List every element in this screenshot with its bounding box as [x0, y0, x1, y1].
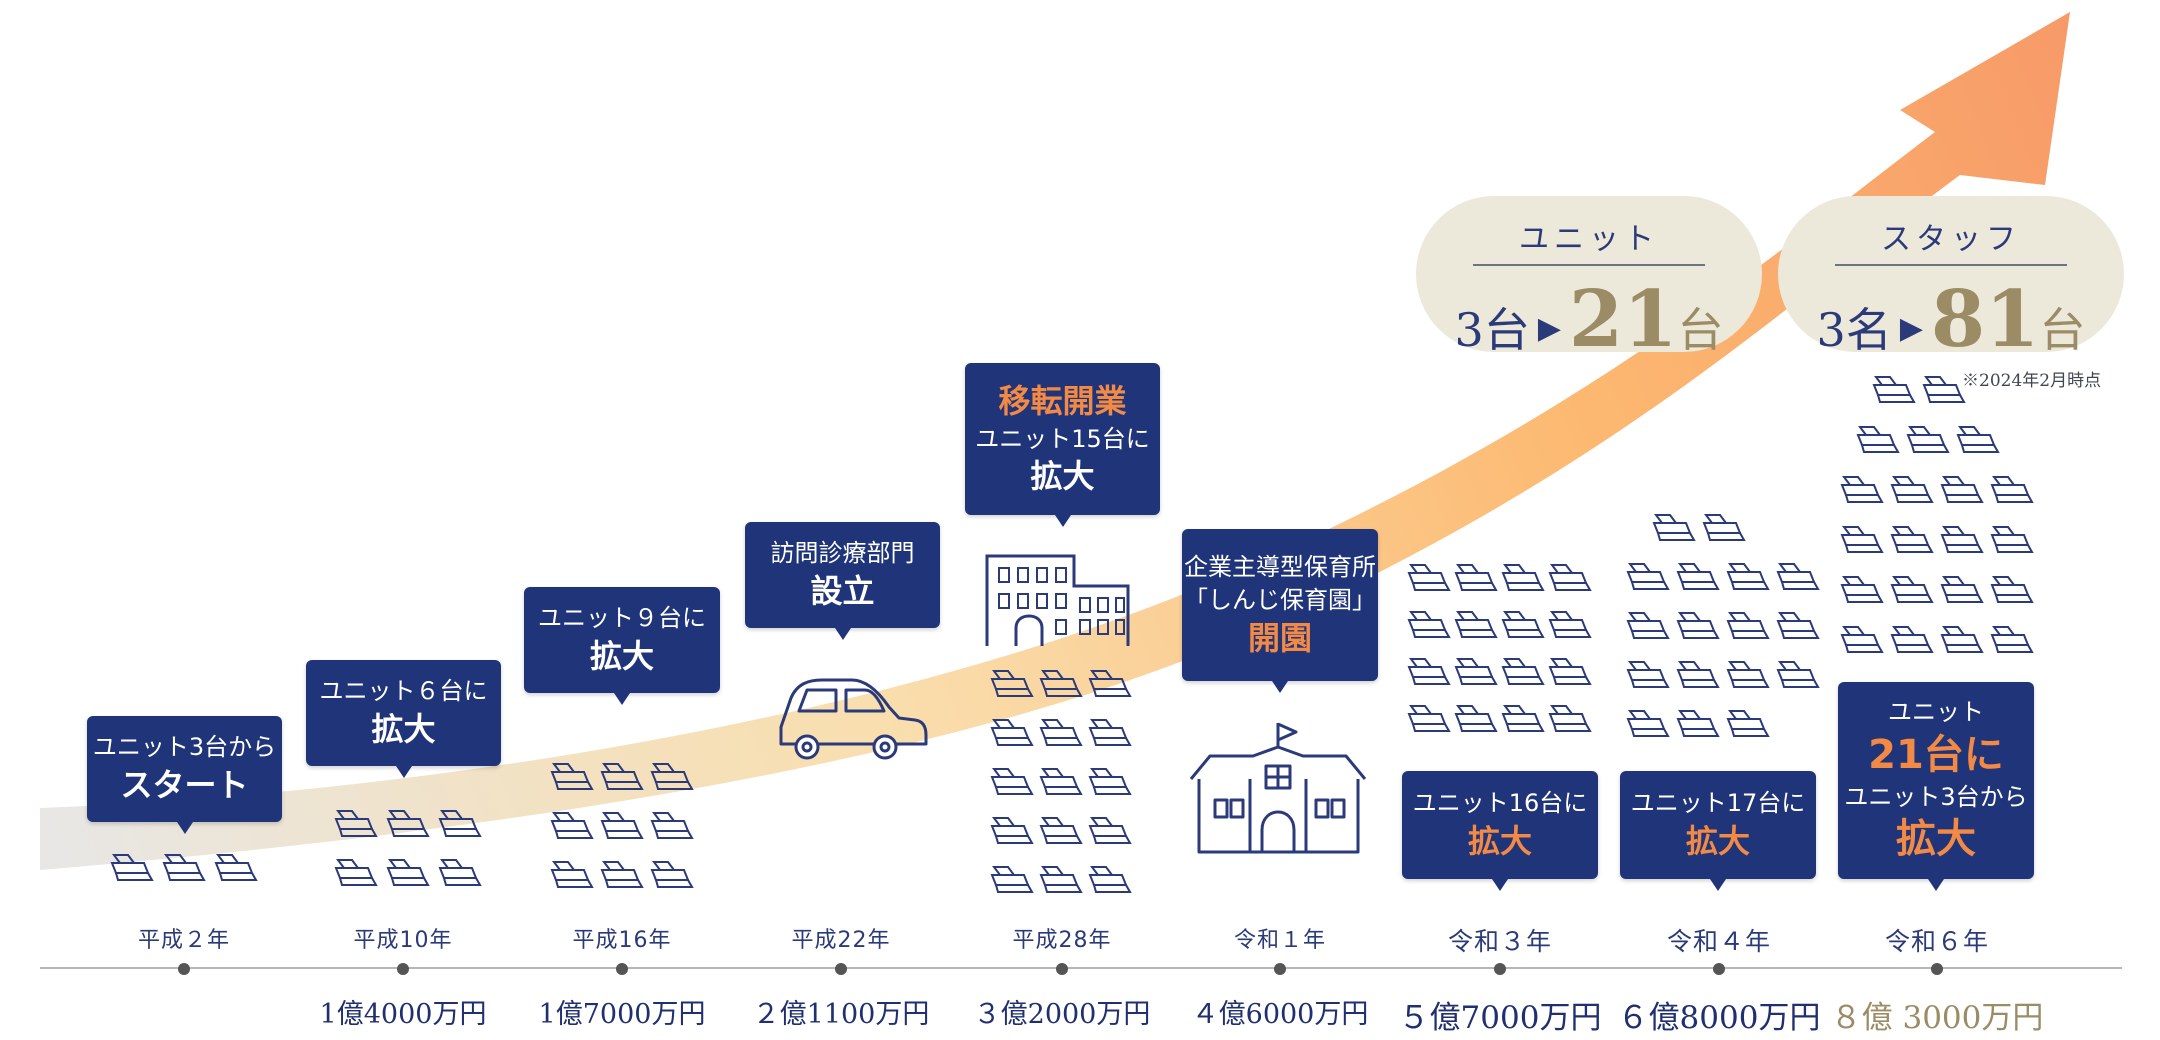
callout-period-6-line-3: 開園	[1247, 618, 1312, 657]
as-of-note: ※2024年2月時点	[1962, 371, 2102, 391]
staff-summary-pill: スタッフ 3名▶81台	[1778, 196, 2124, 365]
revenue-label-3: 1億7000万円	[538, 999, 706, 1030]
triangle-right-icon: ▶	[1537, 311, 1561, 346]
callout-period-4: 訪問診療部門 設立	[745, 522, 940, 640]
car-icon	[779, 678, 928, 760]
unit-summary-from-unit: 台	[1483, 303, 1530, 357]
callout-period-9-line-2: 21台に	[1868, 731, 2004, 778]
callout-period-6-line-1: 企業主導型保育所	[1184, 553, 1376, 581]
callout-period-9-line-1: ユニット	[1888, 697, 1984, 726]
callout-period-2-line-1: ユニット６台に	[319, 677, 488, 706]
callout-period-5: 移転開業 ユニット15台に 拡大	[965, 363, 1160, 527]
callout-period-1: ユニット3台から スタート	[87, 716, 282, 834]
revenue-label-6: ４億6000万円	[1191, 999, 1369, 1030]
chairs-period-8	[1627, 514, 1819, 737]
unit-summary-value: 3台▶21台	[1416, 274, 1762, 365]
callout-period-9-line-3: ユニット3台から	[1844, 782, 2028, 811]
callout-period-1-line-1: ユニット3台から	[92, 733, 277, 762]
callout-period-9-line-4: 拡大	[1896, 816, 1976, 863]
callout-period-9: ユニット 21台に ユニット3台から 拡大	[1838, 682, 2034, 891]
unit-summary-to-number: 21	[1568, 274, 1678, 365]
callout-period-8-line-2: 拡大	[1685, 822, 1750, 861]
unit-summary-pill: ユニット 3台▶21台	[1416, 196, 1762, 365]
revenue-label-7: ５億7000万円	[1398, 1000, 1602, 1036]
staff-summary-title: スタッフ	[1835, 214, 2067, 266]
callout-period-4-line-2: 設立	[810, 572, 875, 611]
revenue-label-9: ８億 3000万円	[1830, 1000, 2044, 1036]
callout-period-7-line-2: 拡大	[1467, 822, 1532, 861]
callout-period-7-line-1: ユニット16台に	[1412, 789, 1588, 818]
callout-period-5-line-1: 移転開業	[998, 382, 1127, 421]
year-label-6: 令和１年	[1233, 928, 1326, 953]
year-label-2: 平成10年	[353, 928, 453, 953]
staff-summary-to-number: 81	[1930, 274, 2040, 365]
triangle-right-icon: ▶	[1899, 311, 1923, 346]
callout-period-5-line-2: ユニット15台に	[975, 424, 1150, 453]
staff-summary-value: 3名▶81台	[1778, 274, 2124, 365]
year-label-5: 平成28年	[1012, 928, 1112, 953]
chairs-period-3	[551, 763, 693, 888]
year-label-4: 平成22年	[791, 928, 891, 953]
unit-summary-from-number: 3	[1454, 303, 1484, 357]
timeline-dots	[178, 963, 1943, 975]
staff-summary-from-number: 3	[1816, 303, 1846, 357]
year-label-9: 令和６年	[1884, 927, 1989, 956]
callout-period-7: ユニット16台に 拡大	[1402, 771, 1598, 891]
staff-summary-from-unit: 名	[1845, 303, 1892, 357]
school-icon	[1189, 722, 1367, 854]
callout-period-3-line-1: ユニット９台に	[538, 604, 706, 633]
chairs-period-9	[1841, 376, 2033, 653]
chairs-period-7	[1408, 564, 1591, 732]
callout-period-8: ユニット17台に 拡大	[1620, 771, 1816, 891]
callout-period-5-line-3: 拡大	[1030, 457, 1095, 496]
year-label-1: 平成２年	[137, 928, 230, 953]
staff-summary-to-unit: 台	[2039, 303, 2086, 357]
callout-period-6: 企業主導型保育所 「しんじ保育園」 開園	[1182, 529, 1378, 693]
callout-period-3-line-2: 拡大	[589, 637, 654, 676]
revenue-label-2: 1億4000万円	[319, 999, 487, 1030]
callout-period-3: ユニット９台に 拡大	[524, 587, 720, 705]
growth-arrow	[40, 12, 2070, 870]
year-label-7: 令和３年	[1447, 927, 1552, 956]
callout-period-6-line-2: 「しんじ保育園」	[1184, 585, 1376, 614]
revenue-label-4: ２億1100万円	[752, 999, 930, 1030]
callout-period-4-line-1: 訪問診療部門	[770, 539, 915, 568]
callout-period-2: ユニット６台に 拡大	[306, 660, 501, 778]
callout-period-1-line-2: スタート	[120, 766, 249, 805]
year-label-3: 平成16年	[572, 928, 672, 953]
revenue-label-8: ６億8000万円	[1617, 1000, 1821, 1036]
unit-summary-to-unit: 台	[1677, 303, 1724, 357]
year-label-8: 令和４年	[1666, 927, 1771, 956]
building-icon	[985, 554, 1130, 646]
callout-period-2-line-2: 拡大	[371, 710, 436, 749]
callout-period-8-line-1: ユニット17台に	[1630, 789, 1806, 818]
revenue-label-5: ３億2000万円	[973, 999, 1151, 1030]
unit-summary-title: ユニット	[1473, 214, 1705, 266]
